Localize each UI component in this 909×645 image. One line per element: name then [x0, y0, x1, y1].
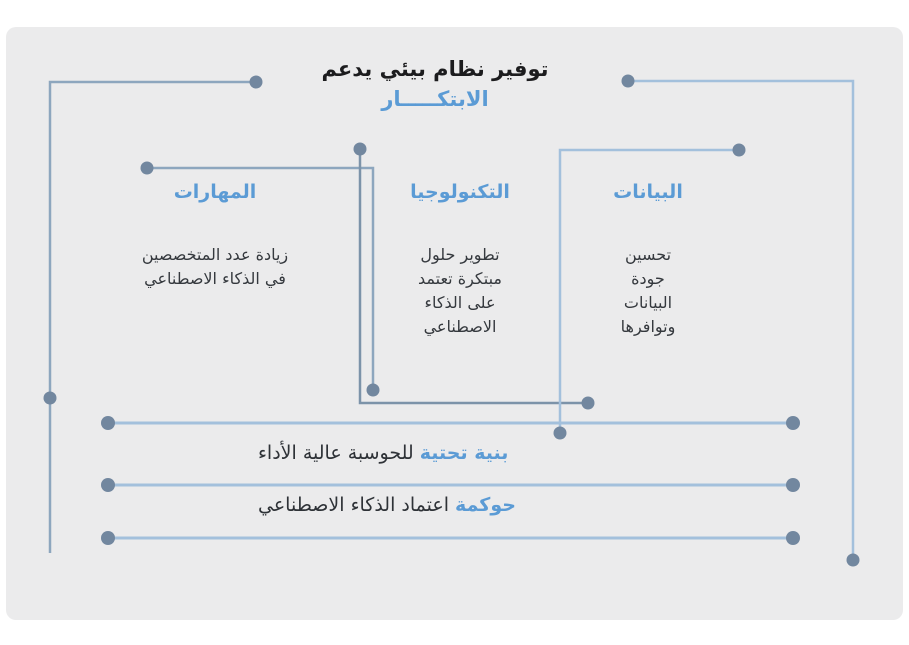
governance-highlight: حوكمة — [455, 494, 516, 516]
title-innovation-word: الابتكـــــار — [381, 87, 489, 111]
title-main-text: توفير نظام بيئي يدعم — [321, 57, 549, 81]
column-body-skills: زيادة عدد المتخصصين في الذكاء الاصطناعي — [141, 245, 289, 288]
column-body-data: تحسين جودة البيانات وتوافرها — [620, 245, 676, 336]
column-heading-skills: المهارات — [173, 181, 257, 203]
column-heading-technology: التكنولوجيا — [410, 181, 510, 203]
column-heading-data: البيانات — [613, 181, 683, 203]
bottom-row-infrastructure: بنية تحتية للحوسبة عالية الأداء — [258, 440, 508, 467]
column-body-technology: تطوير حلول مبتكرة تعتمد على الذكاء الاصط… — [417, 245, 502, 336]
diagram-title: توفير نظام بيئي يدعم الابتكـــــار — [285, 54, 585, 113]
infrastructure-rest: للحوسبة عالية الأداء — [258, 442, 420, 464]
bottom-row-governance: حوكمة اعتماد الذكاء الاصطناعي — [258, 492, 516, 519]
governance-rest: اعتماد الذكاء الاصطناعي — [258, 494, 456, 516]
infrastructure-highlight: بنية تحتية — [419, 442, 509, 464]
column-technology: التكنولوجيا تطوير حلول مبتكرة تعتمد على … — [395, 180, 525, 339]
column-skills: المهارات زيادة عدد المتخصصين في الذكاء ا… — [115, 180, 315, 291]
column-data: البيانات تحسين جودة البيانات وتوافرها — [598, 180, 698, 339]
